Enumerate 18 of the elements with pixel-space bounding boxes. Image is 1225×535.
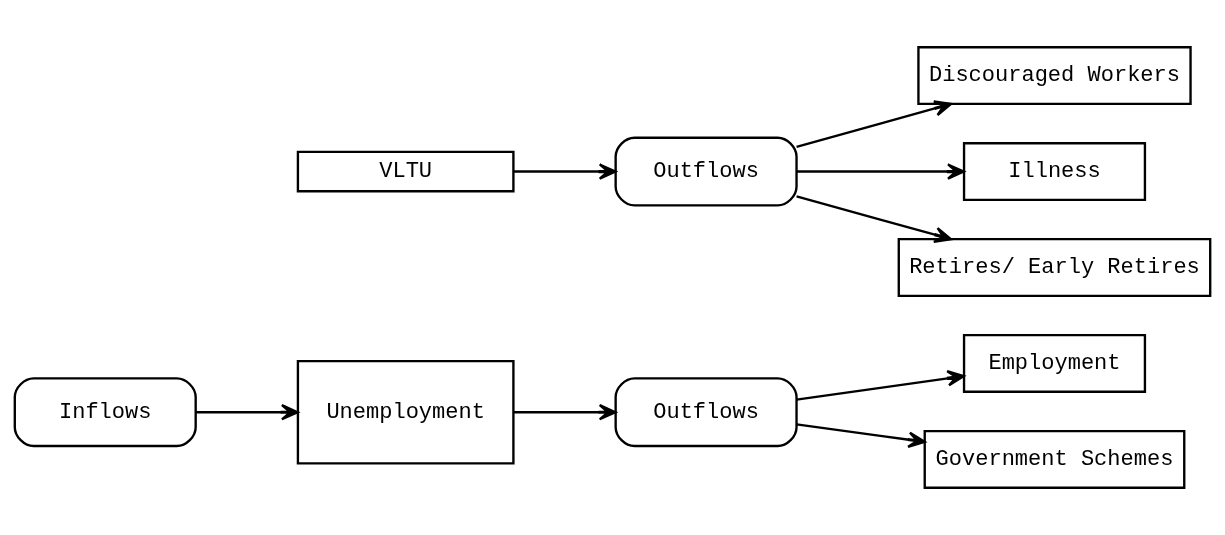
node-box: Illness xyxy=(962,142,1147,202)
node-box: Unemployment xyxy=(296,359,515,465)
node-box: Retires/ Early Retires xyxy=(897,238,1212,297)
arrow xyxy=(513,403,617,421)
node-box: Outflows xyxy=(614,136,798,207)
node-box: VLTU xyxy=(296,150,515,193)
node-box: Outflows xyxy=(614,377,798,448)
node-box: Discouraged Workers xyxy=(917,46,1192,106)
arrow xyxy=(796,370,965,401)
node-box: Government Schemes xyxy=(923,429,1186,489)
arrow xyxy=(796,163,965,180)
arrow xyxy=(796,423,926,448)
arrow xyxy=(796,100,953,148)
arrow xyxy=(196,403,299,421)
arrow xyxy=(513,163,617,180)
node-box: Inflows xyxy=(13,377,197,448)
node-box: Employment xyxy=(962,333,1147,393)
arrow xyxy=(796,195,953,243)
